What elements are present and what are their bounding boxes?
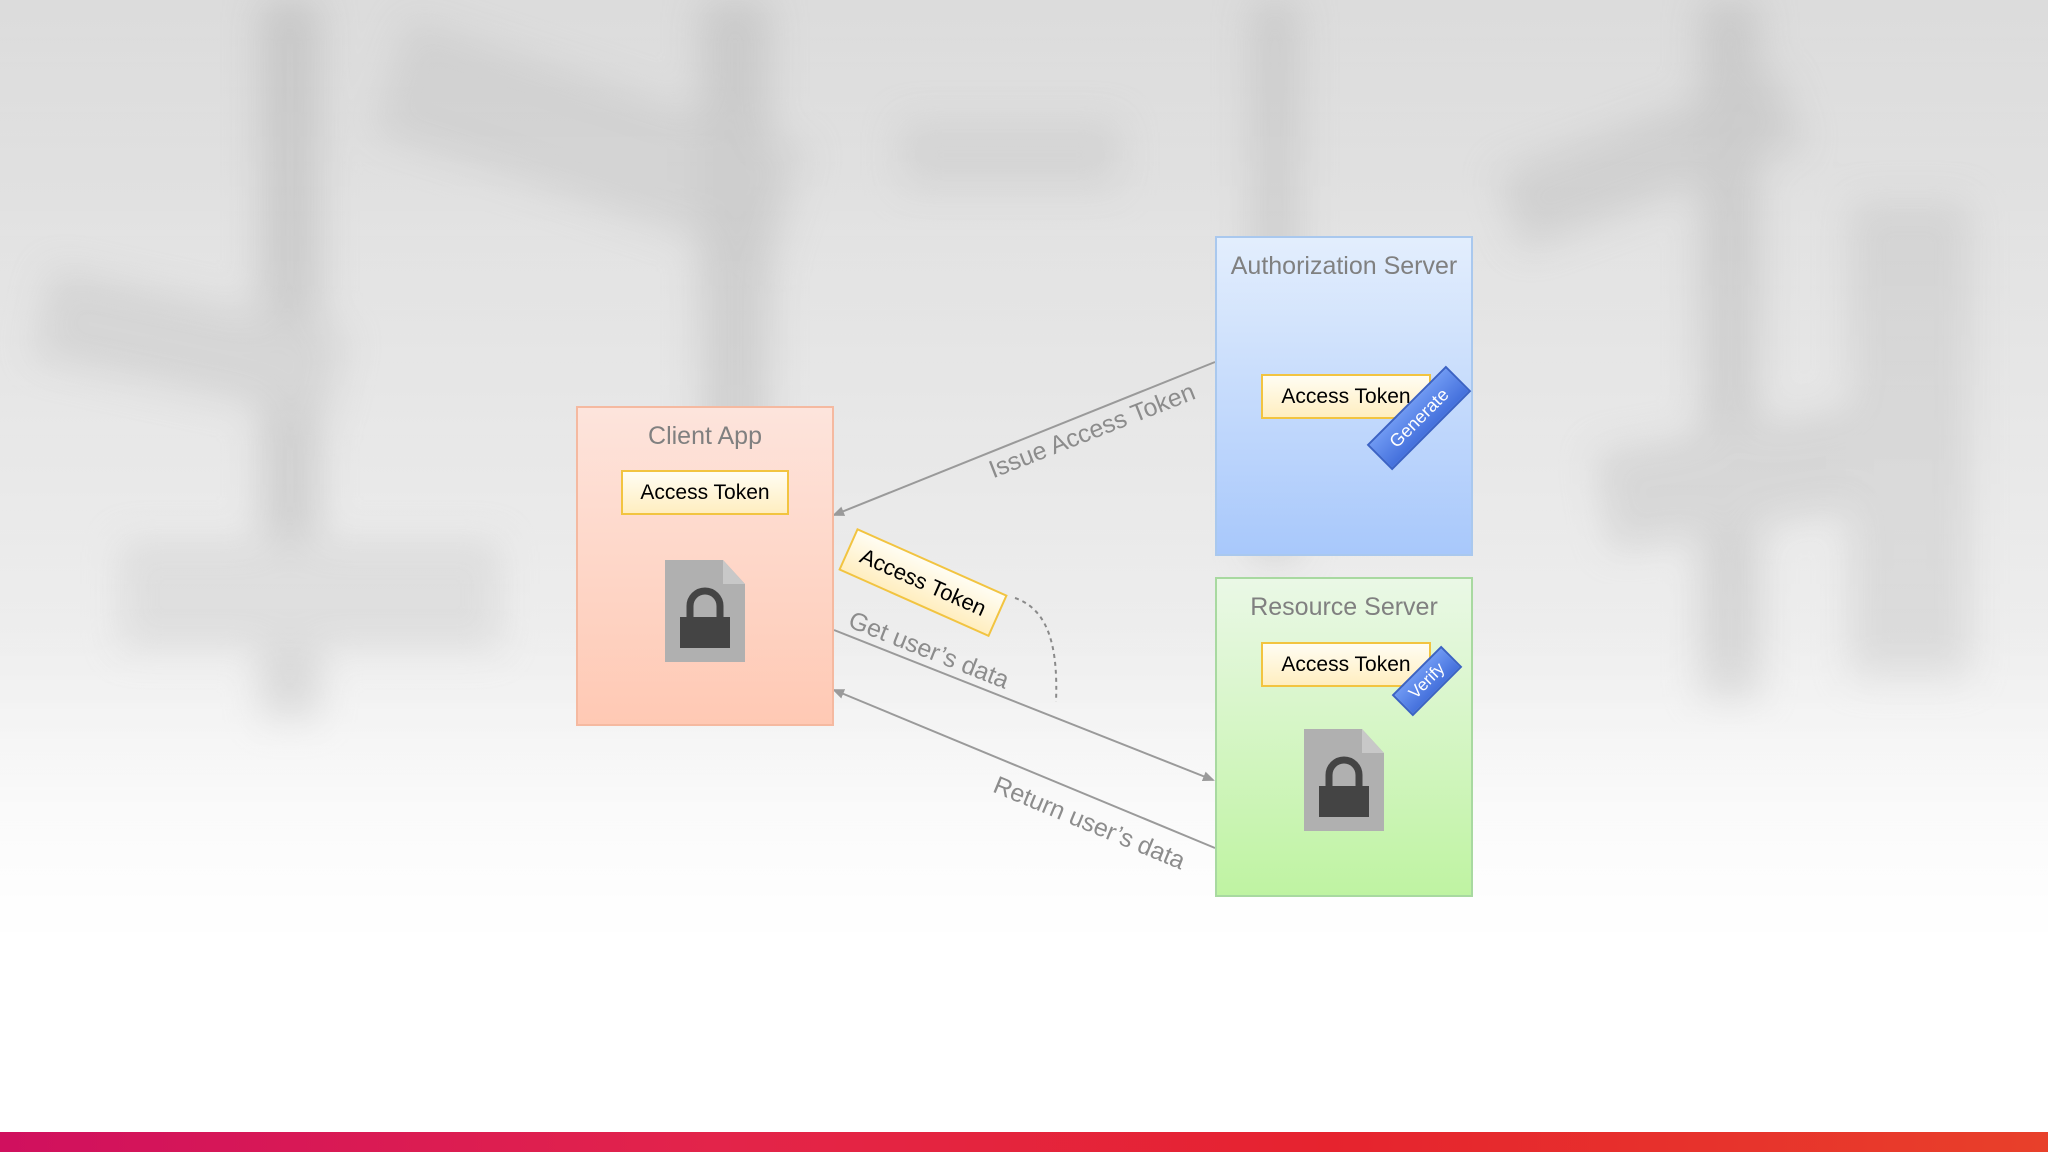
bottom-accent-bar: [0, 1132, 2048, 1152]
client-access-token: Access Token: [621, 470, 789, 515]
resource-access-token: Access Token: [1261, 642, 1431, 687]
get-data-arrow: [833, 629, 1215, 781]
resource-server-box: Resource Server Access Token Verify: [1215, 577, 1473, 897]
return-data-arrow: [832, 689, 1216, 849]
authorization-server-box: Authorization Server Access Token Genera…: [1215, 236, 1473, 556]
client-app-box: Client App Access Token: [576, 406, 834, 726]
token-attachment-connector: [1014, 597, 1058, 703]
lock-document-icon: [665, 560, 745, 662]
issue-token-arrow: [832, 361, 1216, 516]
resource-server-title: Resource Server: [1250, 593, 1438, 621]
client-app-title: Client App: [648, 422, 762, 450]
authorization-server-title: Authorization Server: [1230, 252, 1458, 280]
lock-document-icon: [1304, 729, 1384, 831]
